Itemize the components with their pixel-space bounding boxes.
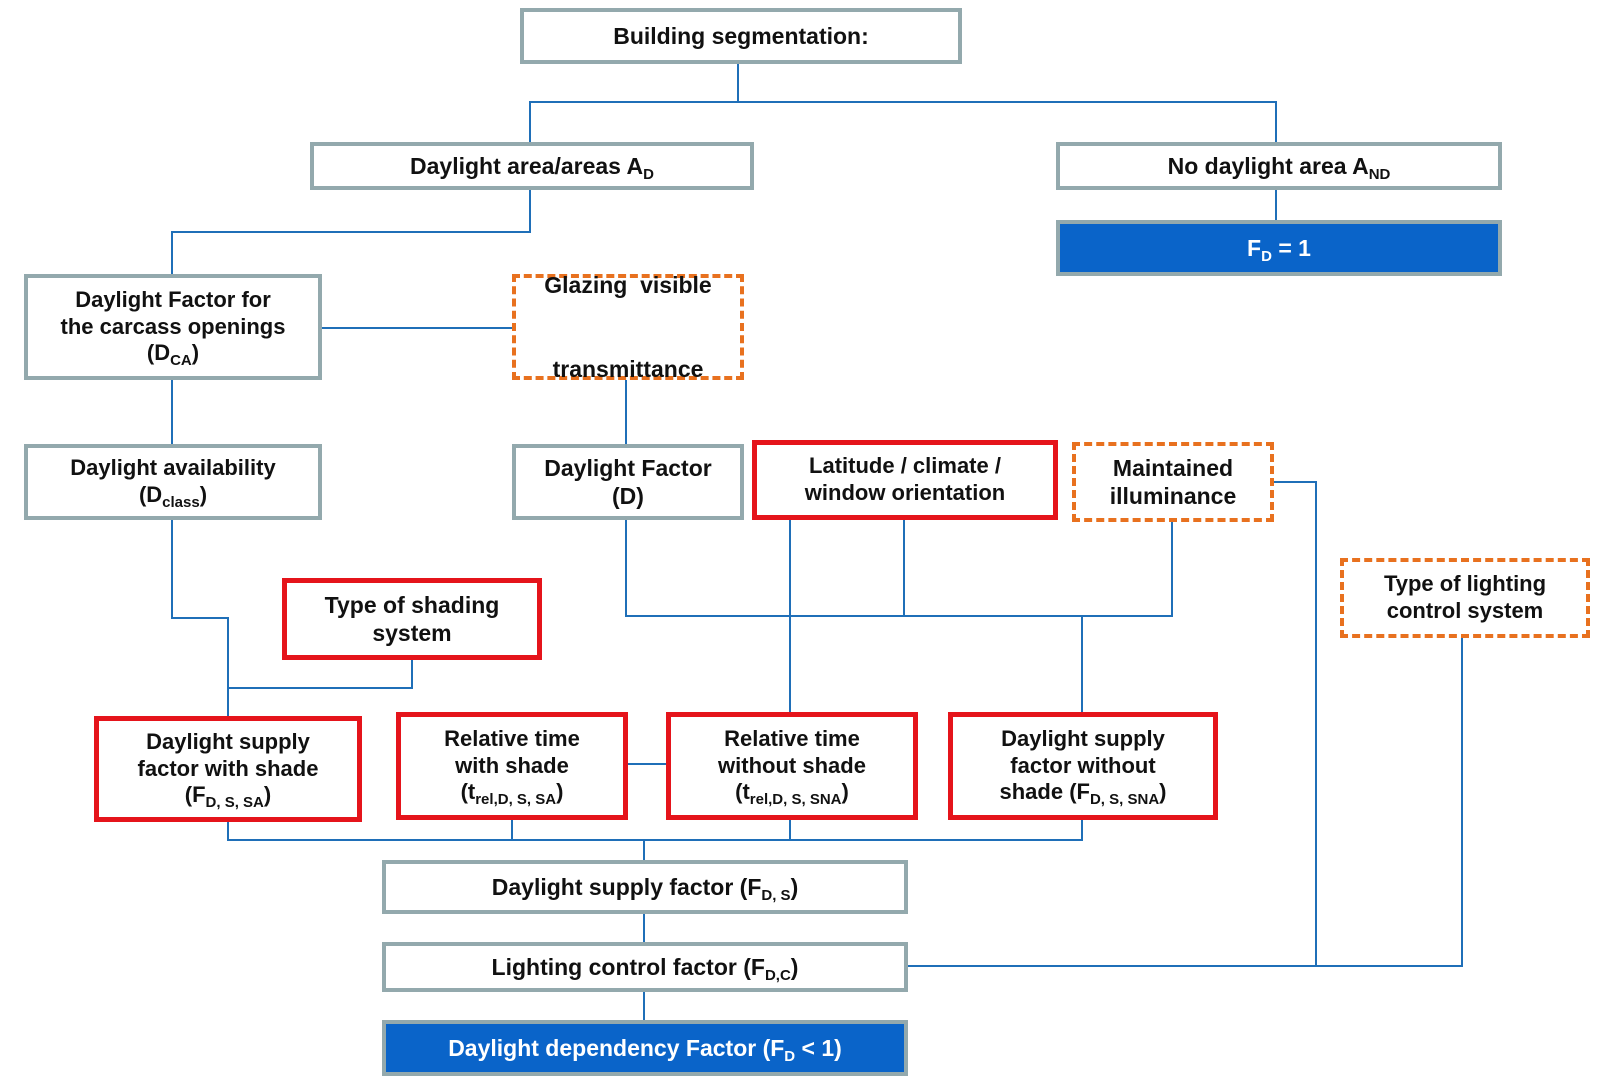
node-daylight-dependency-factor-pre: Daylight dependency Factor (F bbox=[448, 1034, 785, 1061]
node-relative-time-without-shade-line1: Relative time bbox=[724, 725, 860, 751]
node-supply-without-shade-sub: D, S, SNA bbox=[1089, 791, 1160, 809]
node-building-segmentation: Building segmentation: bbox=[520, 8, 962, 64]
node-daylight-availability: Daylight availability (Dclass) bbox=[24, 444, 322, 520]
node-supply-with-shade-sub: D, S, SA bbox=[205, 794, 264, 812]
connector-bottom-bus bbox=[227, 816, 1083, 841]
node-supply-with-shade-post: ) bbox=[263, 782, 272, 808]
node-supply-without-shade-post: ) bbox=[1159, 779, 1167, 805]
node-daylight-area: Daylight area/areas AD bbox=[310, 142, 754, 190]
node-no-daylight-area: No daylight area AND bbox=[1056, 142, 1502, 190]
node-relative-time-with-shade-post: ) bbox=[556, 779, 564, 805]
connector-illuminance-to-control-factor bbox=[904, 481, 1317, 967]
node-fd-equals-one-sub: D bbox=[1261, 247, 1272, 265]
node-lighting-control-factor-pre: Lighting control factor (F bbox=[491, 953, 765, 980]
node-supply-without-shade-line1: Daylight supply bbox=[1001, 725, 1165, 751]
node-relative-time-with-shade: Relative time with shade (trel,D, S, SA) bbox=[396, 712, 628, 820]
connector-availability-to-supply-shade bbox=[171, 518, 229, 716]
node-daylight-factor-carcass-pre: (D bbox=[146, 340, 171, 366]
node-fd-equals-one: FD = 1 bbox=[1056, 220, 1502, 276]
node-relative-time-with-shade-pre: (t bbox=[460, 779, 476, 805]
node-daylight-availability-pre: (D bbox=[138, 482, 163, 507]
node-daylight-supply-factor-post: ) bbox=[790, 873, 799, 900]
node-glazing-transmittance-line2: transmittance bbox=[552, 356, 704, 383]
node-daylight-availability-sub: class bbox=[162, 494, 200, 511]
node-daylight-factor-carcass-sub: CA bbox=[170, 352, 192, 370]
node-no-daylight-area-sub: ND bbox=[1368, 165, 1391, 183]
node-daylight-dependency-factor-sub: D bbox=[784, 1047, 796, 1065]
node-daylight-dependency-factor: Daylight dependency Factor (FD < 1) bbox=[382, 1020, 908, 1076]
node-type-of-shading-line2: system bbox=[372, 620, 452, 646]
node-daylight-supply-factor-pre: Daylight supply factor (F bbox=[491, 873, 762, 900]
node-relative-time-without-shade-sub: rel,D, S, SNA bbox=[749, 791, 842, 809]
node-maintained-illuminance-line2: illuminance bbox=[1109, 483, 1237, 509]
node-latitude-climate-line1: Latitude / climate / bbox=[809, 453, 1001, 479]
node-daylight-factor: Daylight Factor (D) bbox=[512, 444, 744, 520]
node-daylight-factor-carcass-post: ) bbox=[191, 340, 200, 366]
node-glazing-transmittance: Glazing visible transmittance bbox=[512, 271, 744, 383]
connector-lighting-type-to-control-factor bbox=[1316, 636, 1463, 967]
node-type-of-lighting-control: Type of lighting control system bbox=[1340, 558, 1590, 638]
node-relative-time-without-shade-post: ) bbox=[841, 779, 849, 805]
node-type-of-lighting-control-line1: Type of lighting bbox=[1383, 571, 1547, 597]
node-daylight-supply-factor: Daylight supply factor (FD, S) bbox=[382, 860, 908, 914]
node-type-of-shading: Type of shading system bbox=[282, 578, 542, 660]
node-daylight-availability-post: ) bbox=[199, 482, 208, 507]
node-supply-with-shade-line2: factor with shade bbox=[137, 755, 319, 781]
node-relative-time-without-shade: Relative time without shade (trel,D, S, … bbox=[666, 712, 918, 820]
connector-segmentation-to-areas bbox=[529, 62, 739, 142]
node-glazing-transmittance-line1: Glazing visible bbox=[544, 271, 712, 298]
node-supply-with-shade-line1: Daylight supply bbox=[146, 728, 310, 754]
node-type-of-shading-line1: Type of shading bbox=[324, 591, 500, 618]
node-daylight-factor-line1: Daylight Factor bbox=[544, 454, 712, 481]
node-relative-time-with-shade-sub: rel,D, S, SA bbox=[475, 791, 557, 809]
node-fd-equals-one-pre: F bbox=[1247, 234, 1262, 261]
node-latitude-climate-line2: window orientation bbox=[804, 480, 1006, 505]
node-daylight-dependency-factor-post: < 1) bbox=[795, 1034, 842, 1061]
node-daylight-availability-line1: Daylight availability bbox=[70, 455, 276, 481]
node-building-segmentation-label: Building segmentation: bbox=[613, 22, 869, 49]
node-relative-time-without-shade-pre: (t bbox=[735, 779, 750, 805]
node-supply-with-shade: Daylight supply factor with shade (FD, S… bbox=[94, 716, 362, 822]
connector-illuminance-to-bus bbox=[1082, 520, 1173, 617]
node-relative-time-with-shade-line1: Relative time bbox=[444, 725, 580, 751]
node-maintained-illuminance-line1: Maintained bbox=[1112, 454, 1234, 481]
node-supply-without-shade: Daylight supply factor without shade (FD… bbox=[948, 712, 1218, 820]
node-daylight-factor-carcass-line2: the carcass openings bbox=[60, 313, 286, 339]
node-type-of-lighting-control-line2: control system bbox=[1386, 598, 1544, 623]
node-daylight-factor-carcass: Daylight Factor for the carcass openings… bbox=[24, 274, 322, 380]
node-relative-time-with-shade-line2: with shade bbox=[455, 752, 569, 778]
node-relative-time-without-shade-line2: without shade bbox=[718, 752, 866, 778]
node-maintained-illuminance: Maintained illuminance bbox=[1072, 442, 1274, 522]
node-lighting-control-factor-post: ) bbox=[790, 953, 799, 980]
node-supply-without-shade-line2: factor without bbox=[1010, 752, 1156, 778]
connector-segmentation-to-no-daylight bbox=[738, 101, 1277, 142]
node-lighting-control-factor: Lighting control factor (FD,C) bbox=[382, 942, 908, 992]
node-lighting-control-factor-sub: D,C bbox=[764, 966, 791, 984]
node-daylight-factor-line2: (D) bbox=[612, 483, 644, 509]
node-fd-equals-one-post: = 1 bbox=[1271, 234, 1311, 261]
node-supply-with-shade-pre: (F bbox=[184, 782, 206, 808]
node-daylight-area-text: Daylight area/areas A bbox=[410, 152, 644, 179]
connector-shading-to-supply-shade bbox=[228, 658, 413, 689]
node-daylight-factor-carcass-line1: Daylight Factor for bbox=[75, 286, 271, 312]
node-daylight-supply-factor-sub: D, S bbox=[761, 886, 791, 904]
connector-area-to-carcass bbox=[171, 188, 531, 274]
node-no-daylight-area-text: No daylight area A bbox=[1167, 152, 1369, 179]
connector-factor-to-supply-noshade bbox=[625, 518, 1083, 712]
node-daylight-area-sub: D bbox=[643, 165, 654, 183]
node-supply-without-shade-pre: shade (F bbox=[999, 779, 1090, 805]
node-latitude-climate: Latitude / climate / window orientation bbox=[752, 440, 1058, 520]
